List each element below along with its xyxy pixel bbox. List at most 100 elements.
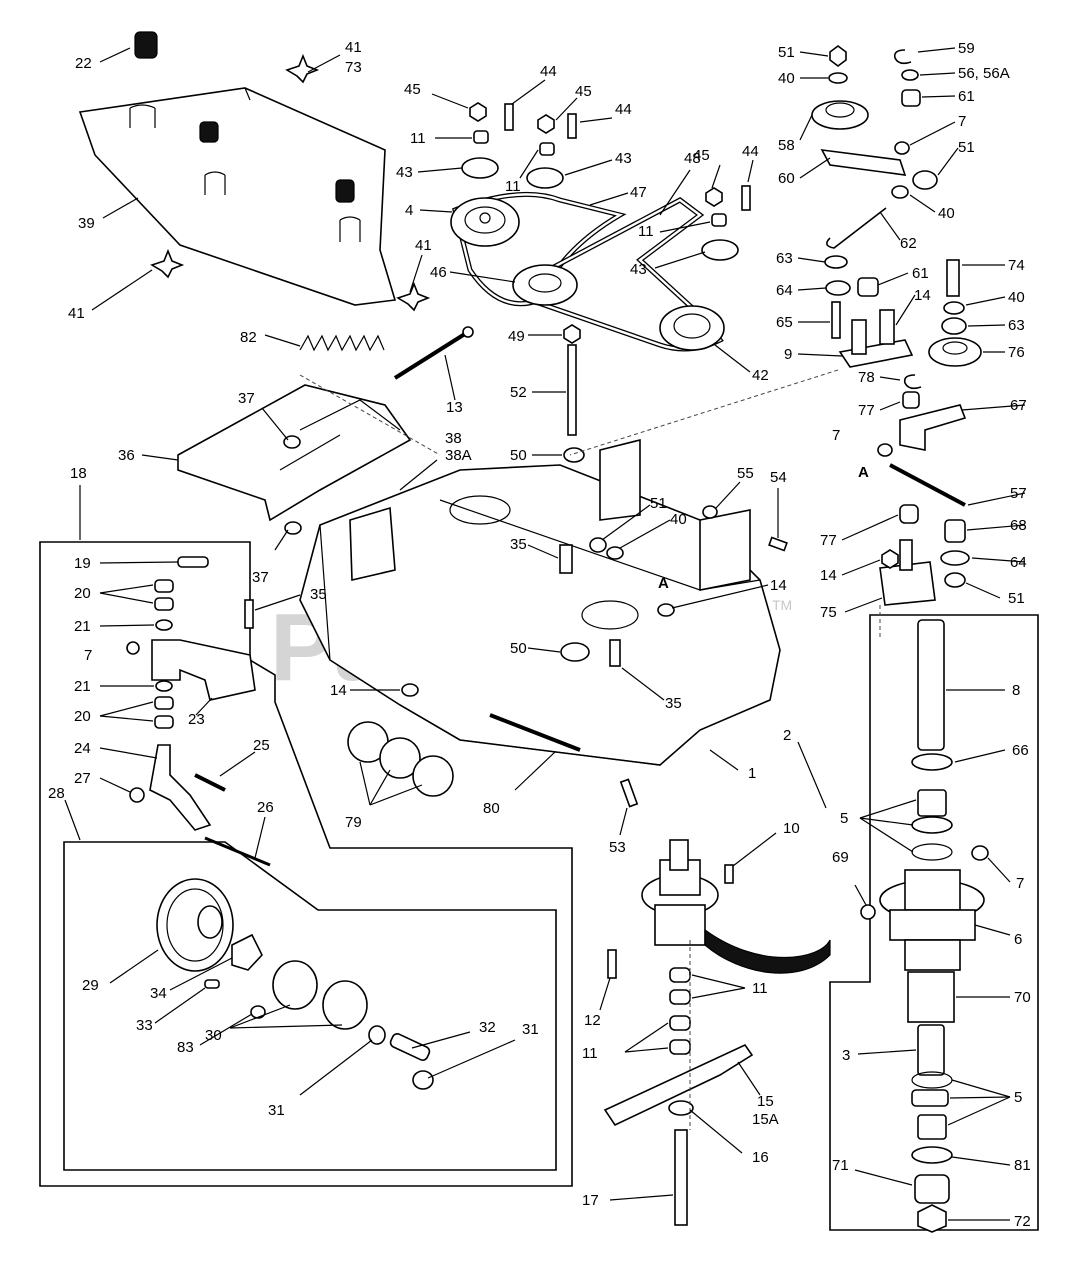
hub-34 [231, 933, 263, 971]
label-31-left: 31 [268, 1102, 285, 1119]
label-45-c-visible: 45 [693, 147, 710, 164]
label-5-bottom: 5 [1014, 1089, 1022, 1106]
label-66: 66 [1012, 742, 1029, 759]
label-57: 57 [1010, 485, 1027, 502]
wing-nut-41-right [396, 281, 431, 312]
label-41-right: 41 [415, 237, 432, 254]
label-52: 52 [510, 384, 527, 401]
label-35-left: 35 [310, 586, 327, 603]
label-69: 69 [832, 849, 849, 866]
label-44-b: 44 [615, 101, 632, 118]
frame-28 [63, 841, 557, 1171]
label-67: 67 [1010, 397, 1027, 414]
washer-40-mid [891, 185, 909, 199]
nut-83 [250, 1005, 266, 1019]
spacer-11-b [539, 142, 555, 156]
rod-80 [489, 713, 581, 752]
spacer-32 [389, 1033, 431, 1061]
spacer-20-c [154, 696, 174, 710]
bolt-26 [204, 836, 271, 867]
label-50-lower: 50 [510, 640, 527, 657]
wing-nut-41-left [150, 248, 185, 279]
nut-27 [129, 787, 145, 803]
post-9b [879, 309, 895, 345]
label-11-spindle-a: 11 [752, 980, 768, 997]
label-24: 24 [74, 740, 91, 757]
bolt-7-spindle [971, 845, 989, 861]
label-18: 18 [70, 465, 87, 482]
sleeve-3 [917, 1024, 945, 1076]
post-9a [851, 319, 867, 355]
label-19: 19 [74, 555, 91, 572]
nut-49 [563, 324, 581, 344]
washer-64-bottom [940, 550, 970, 566]
nut-72 [917, 1204, 947, 1233]
bolt-53 [619, 778, 639, 808]
spacer-20-a [154, 579, 174, 593]
label-20-top: 20 [74, 585, 91, 602]
label-47: 47 [630, 184, 647, 201]
bolt-35-center [559, 544, 573, 574]
bushing-61-mid [857, 277, 879, 297]
label-73: 73 [345, 59, 362, 76]
label-53: 53 [609, 839, 626, 856]
washer-21-top [155, 619, 173, 631]
label-70: 70 [1014, 989, 1031, 1006]
label-72: 72 [1014, 1213, 1031, 1230]
label-27: 27 [74, 770, 91, 787]
yoke-24 [149, 744, 212, 831]
spacer-11-e [669, 989, 691, 1005]
bolt-44-a [504, 103, 514, 131]
label-14-deck: 14 [770, 577, 787, 594]
spacer-20-d [154, 715, 174, 729]
bolt-12 [607, 949, 617, 979]
seal-81 [911, 1146, 953, 1164]
label-40-deck: 40 [670, 511, 687, 528]
hub-half-30a [272, 960, 318, 1010]
label-45-a: 45 [404, 81, 421, 98]
leader-lines [64, 47, 1026, 1221]
label-36: 36 [118, 447, 135, 464]
bolt-35-lower [609, 639, 621, 667]
pulley-4 [450, 197, 520, 247]
bushing-31-b [412, 1070, 434, 1090]
label-81: 81 [1014, 1157, 1031, 1174]
bolt-7-wheel [126, 641, 140, 655]
label-13: 13 [446, 399, 463, 416]
bolt-17 [674, 1129, 688, 1226]
label-20-bottom: 20 [74, 708, 91, 725]
label-64: 64 [776, 282, 793, 299]
shaft-8 [917, 619, 945, 751]
cap-71 [914, 1174, 950, 1204]
label-63-right: 63 [1008, 317, 1025, 334]
align-line-3 [299, 374, 441, 456]
label-11-b: 11 [505, 178, 521, 195]
rod-13 [393, 330, 470, 380]
label-7-wheel: 7 [84, 647, 92, 664]
nut-50-lower [560, 642, 590, 662]
label-55: 55 [737, 465, 754, 482]
label-30: 30 [205, 1027, 222, 1044]
label-3: 3 [842, 1047, 850, 1064]
spacer-70 [907, 971, 955, 1023]
label-8: 8 [1012, 682, 1020, 699]
plate-9 [838, 339, 914, 368]
nut-55 [702, 505, 718, 519]
label-17: 17 [582, 1192, 599, 1209]
label-14-right: 14 [820, 567, 837, 584]
bushing-31-a [368, 1025, 386, 1045]
label-61-mid: 61 [912, 265, 929, 282]
label-40-right: 40 [1008, 289, 1025, 306]
bushing-77-bottom [899, 504, 919, 524]
washer-63-right [941, 317, 967, 335]
washer-16 [668, 1100, 694, 1116]
pulley-42 [659, 305, 725, 351]
label-14-top: 14 [914, 287, 931, 304]
stud-52 [567, 344, 577, 436]
nut-14-deck [401, 683, 419, 697]
label-65: 65 [776, 314, 793, 331]
belt-section [704, 928, 831, 974]
label-40-mid: 40 [938, 205, 955, 222]
label-9: 9 [784, 346, 792, 363]
